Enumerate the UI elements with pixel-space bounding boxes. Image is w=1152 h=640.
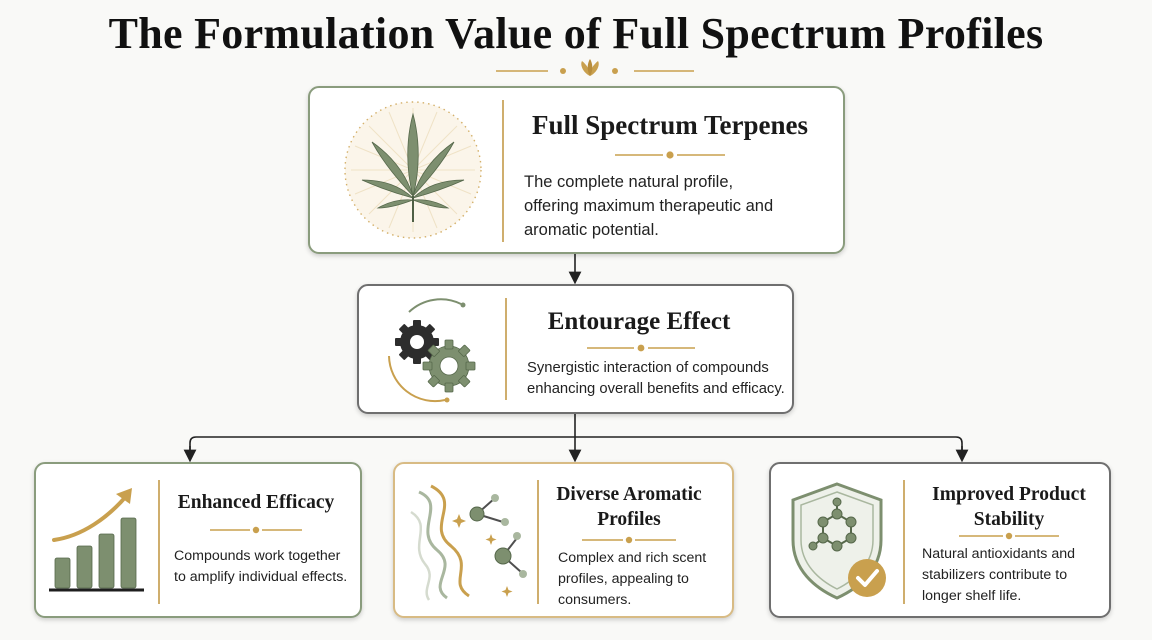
card-diverse-aromatic-profiles: Diverse Aromatic Profiles Complex and ri… bbox=[393, 462, 734, 618]
card-enhanced-efficacy: Enhanced Efficacy Compounds work togethe… bbox=[34, 462, 362, 618]
card-title: Full Spectrum Terpenes bbox=[531, 110, 808, 140]
card-description: The complete natural profile, offering m… bbox=[524, 173, 774, 239]
divider-ornament-icon bbox=[582, 536, 676, 544]
gears-icon bbox=[388, 298, 476, 403]
divider-ornament-icon bbox=[959, 532, 1059, 540]
card-description: Synergistic interaction of compounds enh… bbox=[527, 360, 785, 397]
card-full-spectrum-terpenes: Full Spectrum Terpenes The complete natu… bbox=[308, 86, 845, 254]
card-title: Improved Product Stability bbox=[932, 484, 1086, 530]
card-improved-product-stability: Improved Product Stability Natural antio… bbox=[769, 462, 1111, 618]
shield-check-icon bbox=[791, 482, 886, 600]
card-title: Enhanced Efficacy bbox=[177, 492, 335, 513]
card-entourage-effect: Entourage Effect Synergistic interaction… bbox=[357, 284, 794, 414]
card-description: Compounds work together to amplify indiv… bbox=[174, 548, 348, 585]
card-title: Diverse Aromatic Profiles bbox=[556, 484, 702, 530]
card-title: Entourage Effect bbox=[547, 308, 731, 335]
cannabis-leaf-icon bbox=[344, 101, 482, 239]
divider-ornament-icon bbox=[615, 151, 725, 159]
title-ornament-icon bbox=[496, 59, 694, 76]
divider-ornament-icon bbox=[587, 344, 695, 352]
growth-chart-icon bbox=[49, 488, 144, 592]
aroma-molecule-icon bbox=[410, 484, 527, 601]
divider-ornament-icon bbox=[210, 526, 302, 534]
card-description: Complex and rich scent profiles, appeali… bbox=[558, 550, 707, 608]
card-description: Natural antioxidants and stabilizers con… bbox=[922, 546, 1076, 604]
page-title: The Formulation Value of Full Spectrum P… bbox=[108, 9, 1044, 58]
